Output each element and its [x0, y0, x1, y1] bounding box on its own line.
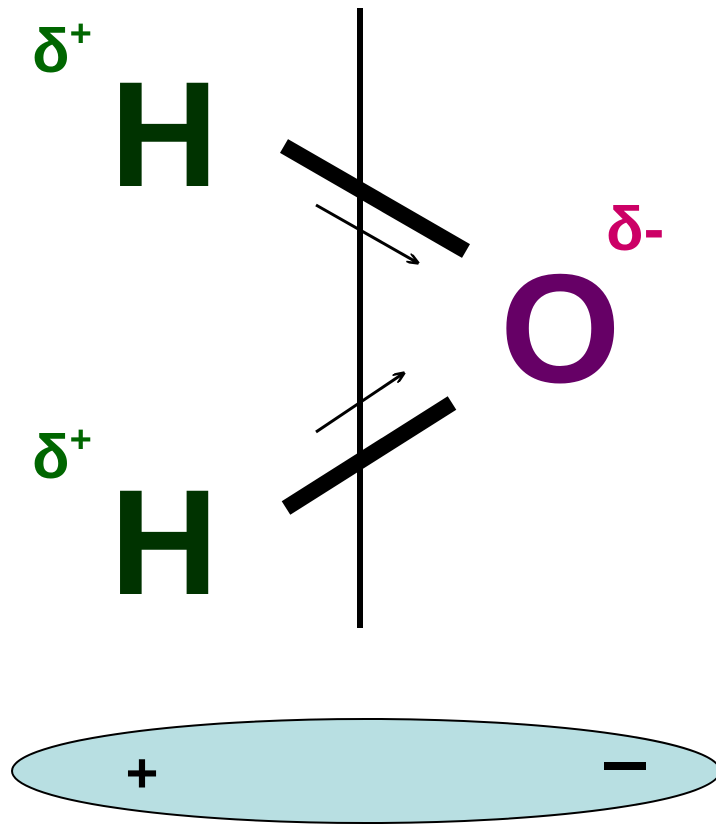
plate-negative-sign [604, 762, 646, 770]
plate-positive-sign: + [126, 741, 159, 804]
oxygen-symbol: O [500, 242, 621, 415]
dipole-arrow-bottom [315, 373, 404, 434]
hydrogen-top-charge-sign: + [70, 13, 92, 55]
dipole-arrow-top [315, 203, 418, 263]
oxygen-charge: δ- [606, 195, 664, 264]
hydrogen-bottom-charge-sign: + [70, 419, 92, 461]
bond-bottom-h-o [281, 396, 457, 515]
bond-top-h-o [280, 139, 470, 258]
hydrogen-top-charge-delta: δ [32, 17, 70, 86]
hydrogen-bottom-symbol: H [110, 458, 218, 626]
charged-plate [11, 718, 716, 824]
hydrogen-top-charge: δ+ [32, 13, 92, 86]
hydrogen-bottom-charge: δ+ [32, 419, 92, 492]
hydrogen-bottom-charge-delta: δ [32, 423, 70, 492]
hydrogen-top-symbol: H [110, 50, 218, 218]
